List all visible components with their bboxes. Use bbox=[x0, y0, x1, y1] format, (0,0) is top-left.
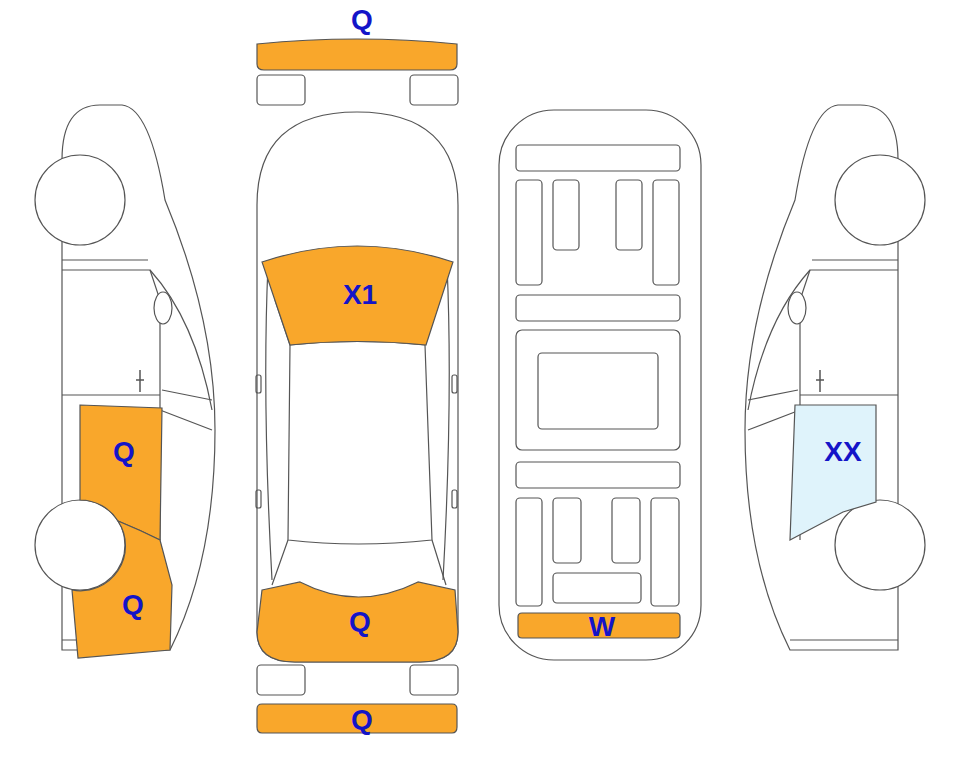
left-door-panel: Q bbox=[79, 404, 163, 542]
damage-code: Q bbox=[351, 706, 373, 734]
car-outline bbox=[612, 498, 640, 563]
windshield-panel: X1 bbox=[258, 238, 456, 346]
panel-shape bbox=[256, 38, 458, 71]
panel-shape bbox=[71, 520, 173, 659]
panel-outline bbox=[262, 246, 453, 345]
car-outline bbox=[616, 180, 642, 250]
damage-code: W bbox=[589, 613, 615, 641]
car-outline bbox=[651, 498, 679, 606]
damage-code: XX bbox=[824, 438, 861, 466]
panel-outline bbox=[80, 405, 162, 540]
car-outline bbox=[516, 498, 542, 606]
damage-code: Q bbox=[349, 608, 371, 636]
panel-shape bbox=[79, 404, 163, 542]
car-outline bbox=[499, 110, 701, 660]
panel-outline bbox=[790, 405, 876, 540]
panel-shape bbox=[789, 404, 877, 541]
rear-bumper-panel: Q bbox=[256, 703, 458, 734]
car-outline bbox=[410, 665, 458, 695]
car-outline bbox=[257, 665, 305, 695]
car-outline bbox=[452, 375, 457, 393]
panel-outline bbox=[257, 39, 457, 70]
car-outline bbox=[516, 462, 680, 488]
car-outline bbox=[516, 295, 680, 321]
damage-code: X1 bbox=[343, 281, 377, 309]
car-outline bbox=[257, 75, 305, 105]
car-outline bbox=[553, 573, 641, 603]
car-outline bbox=[410, 75, 458, 105]
panel-outline bbox=[257, 582, 458, 662]
front-bumper-panel: Q bbox=[256, 38, 458, 71]
damage-code: Q bbox=[113, 438, 135, 466]
car-outline bbox=[553, 498, 581, 563]
car-outline bbox=[452, 490, 457, 508]
car-outline bbox=[288, 342, 432, 545]
car-outline bbox=[516, 330, 680, 450]
car-outline bbox=[256, 490, 261, 508]
underside-rear-panel: W bbox=[517, 612, 681, 639]
panel-outline bbox=[72, 521, 172, 658]
car-outline bbox=[516, 145, 680, 171]
car-outline bbox=[257, 112, 458, 662]
car-outline bbox=[653, 180, 679, 285]
car-outline bbox=[256, 375, 261, 393]
car-outline bbox=[538, 353, 658, 429]
car-outline bbox=[745, 105, 925, 650]
panel-outline bbox=[257, 704, 457, 733]
rear-window-panel: Q bbox=[257, 580, 459, 663]
damage-code: Q bbox=[122, 591, 144, 619]
car-outline bbox=[553, 180, 579, 250]
car-outline bbox=[516, 180, 542, 285]
left-rear-fender-panel: Q bbox=[71, 520, 173, 659]
right-door-panel: XX bbox=[789, 404, 877, 541]
damage-code: Q bbox=[351, 6, 373, 34]
